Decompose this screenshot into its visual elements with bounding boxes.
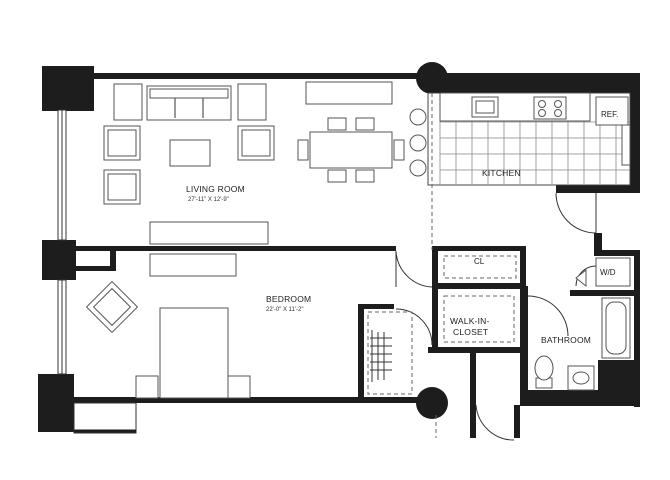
kitchen: REF. (427, 92, 631, 250)
bedroom-furniture (85, 253, 251, 399)
bedroom-dims: 22'-0" X 11'-2" (266, 307, 303, 313)
closets (367, 255, 517, 395)
kitchen-label: KITCHEN (482, 168, 521, 178)
room-labels: LIVING ROOM 27'-11" X 12'-9" KITCHEN BED… (186, 168, 616, 345)
bathroom-label: BATHROOM (541, 335, 591, 345)
living-room-dims: 27'-11" X 12'-9" (188, 197, 229, 203)
refrigerator (595, 96, 629, 126)
walls (38, 62, 640, 438)
living-room-furniture (103, 81, 427, 245)
hangers (370, 332, 392, 380)
washer-dryer-label: W/D (600, 268, 616, 277)
refrigerator-label: REF. (601, 110, 618, 119)
walk-in-closet-label-line1: WALK-IN- (450, 316, 490, 326)
bathroom-fixtures (534, 257, 631, 391)
living-room-label: LIVING ROOM (186, 184, 245, 194)
bedroom-label: BEDROOM (266, 294, 311, 304)
walk-in-closet-label-line2: CLOSET (453, 327, 488, 337)
closet-label: CL (474, 257, 485, 266)
doors (395, 192, 597, 441)
